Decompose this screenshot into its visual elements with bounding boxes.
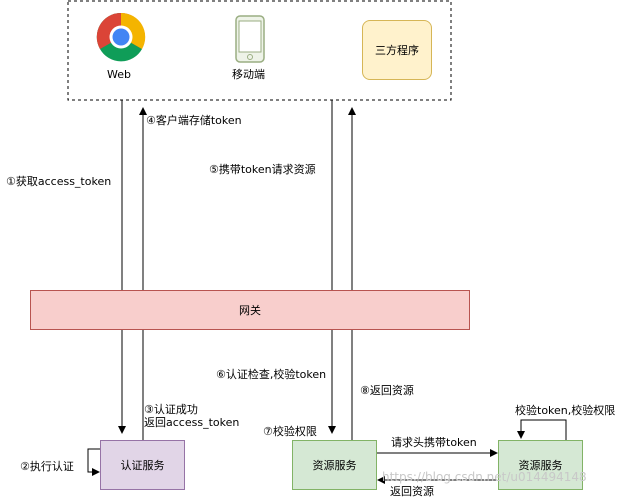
watermark-text: https://blog.csdn.net/u014494148 (382, 470, 587, 484)
third-party-node: 三方程序 (362, 20, 432, 80)
return-resource-label: 返回资源 (390, 485, 434, 498)
loop-auth (87, 448, 100, 476)
resource-service-a-label: 资源服务 (312, 459, 357, 472)
request-header-label: 请求头携带token (391, 436, 477, 449)
gateway-node: 网关 (30, 290, 470, 330)
step-2-label: ②执行认证 (20, 460, 74, 473)
step-5-label: ⑤携带token请求资源 (209, 163, 316, 176)
step-3-label-line2: 返回access_token (144, 416, 240, 429)
chrome-icon (95, 11, 147, 63)
step-6-label: ⑥认证检查,校验token (216, 368, 327, 381)
auth-service-node: 认证服务 (100, 440, 185, 490)
mobile-label: 移动端 (232, 68, 265, 81)
resource-service-b-label: 资源服务 (518, 459, 563, 472)
mobile-icon (235, 15, 265, 63)
auth-service-label: 认证服务 (120, 459, 165, 472)
web-label: Web (107, 68, 131, 81)
step-3-label-line1: ③认证成功 (144, 403, 198, 416)
third-party-label: 三方程序 (375, 44, 419, 57)
step-1-label: ①获取access_token (6, 175, 112, 188)
step-4-label: ④客户端存储token (146, 114, 242, 127)
step-8-label: ⑧返回资源 (360, 384, 414, 397)
loop-resource-b (517, 419, 567, 440)
validate-label: 校验token,校验权限 (515, 404, 616, 417)
resource-service-a-node: 资源服务 (292, 440, 377, 490)
resource-service-b-node: 资源服务 (498, 440, 583, 490)
gateway-label: 网关 (239, 304, 261, 317)
step-7-label: ⑦校验权限 (263, 425, 317, 438)
clients-container (67, 0, 452, 101)
